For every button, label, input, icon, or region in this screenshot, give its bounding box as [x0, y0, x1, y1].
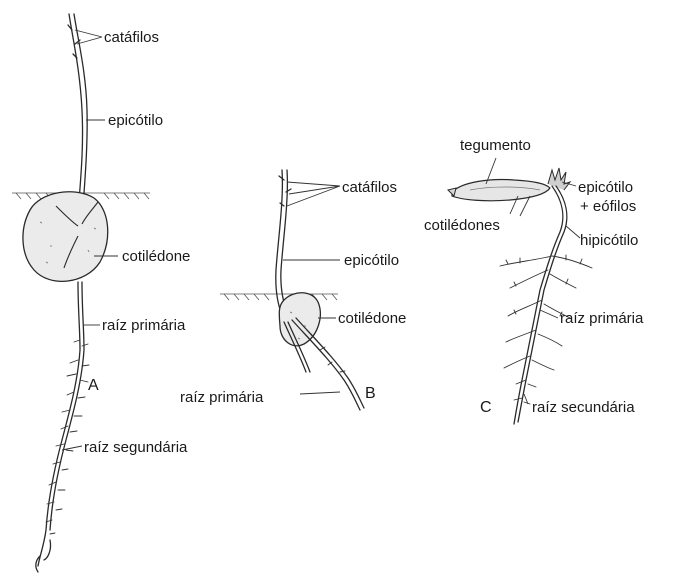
soil-line-b: [220, 294, 338, 300]
hypocotyl-c: [514, 186, 567, 424]
seedling-c: tegumento epicótilo + eófilos cotilédone…: [424, 137, 644, 424]
label-raiz-primaria-a: raíz primária: [102, 317, 186, 334]
label-raiz-primaria-b: raíz primária: [180, 389, 264, 406]
secondary-roots-c: [500, 256, 592, 404]
label-catafilos-b: catáfilos: [342, 179, 397, 196]
label-cotiledone-b: cotilédone: [338, 310, 406, 327]
label-epicotilo-line1-c: epicótilo: [578, 179, 633, 196]
label-letter-a: A: [88, 377, 99, 394]
label-hipicotilo-c: hipicótilo: [580, 232, 638, 249]
label-letter-c: C: [480, 399, 492, 416]
primary-root-a: [38, 282, 84, 566]
label-tegumento-c: tegumento: [460, 137, 531, 154]
cotyledon-a: [23, 192, 108, 282]
label-catafilos-a: catáfilos: [104, 29, 159, 46]
epicotyl-a: [69, 14, 87, 222]
label-epicotilo-line2-c: + eófilos: [580, 198, 636, 215]
seedling-a: catáfilos epicótilo cotilédone raíz prim…: [12, 14, 190, 572]
label-epicotilo-a: epicótilo: [108, 112, 163, 129]
label-letter-b: B: [365, 385, 376, 402]
seedling-b: catáfilos epicótilo cotilédone raíz prim…: [180, 170, 406, 410]
label-epicotilo-b: epicótilo: [344, 252, 399, 269]
label-cotiledone-a: cotilédone: [122, 248, 190, 265]
eophylls-c: [548, 168, 570, 190]
label-cotiledones-c: cotilédones: [424, 217, 500, 234]
label-raiz-segundaria-a: raíz segundária: [84, 439, 188, 456]
label-raiz-secundaria-c: raíz secundária: [532, 399, 635, 416]
scale-leaves-b: [279, 176, 291, 206]
seed-coat-c: [448, 180, 550, 201]
label-raiz-primaria-c: raíz primária: [560, 310, 644, 327]
